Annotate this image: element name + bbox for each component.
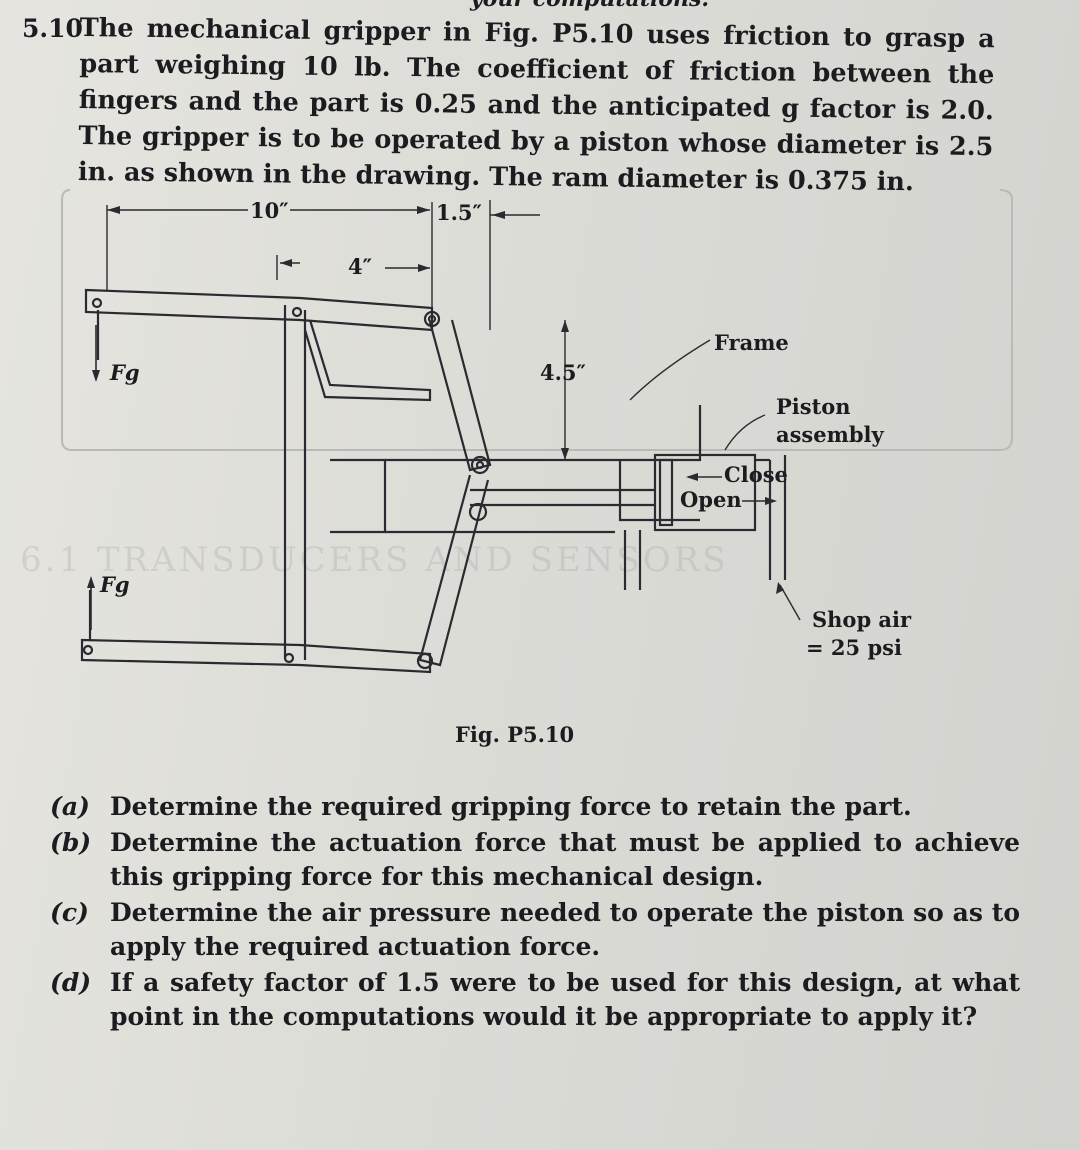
bleed-through-text: 6.1 TRANSDUCERS AND SENSORS: [20, 540, 729, 580]
part-d-label: (d): [50, 968, 92, 997]
dimension-1-5-label: 1.5″: [436, 200, 482, 225]
part-b: (b) Determine the actuation force that m…: [50, 826, 1020, 894]
fg-bottom-label: Fg: [100, 572, 130, 597]
part-b-text: Determine the actuation force that must …: [110, 828, 1020, 891]
part-a-text: Determine the required gripping force to…: [110, 792, 912, 821]
dimension-10-label: 10″: [250, 198, 289, 223]
open-label: Open: [680, 487, 742, 512]
figure-caption: Fig. P5.10: [455, 722, 575, 747]
gripper-figure: 10″ 1.5″ 4″ 4.5″ Fg Fg Frame Piston asse…: [0, 160, 1080, 760]
part-c-label: (c): [50, 898, 89, 927]
close-label: Close: [724, 462, 788, 487]
dimension-4-label: 4″: [348, 254, 372, 279]
part-c-text: Determine the air pressure needed to ope…: [110, 898, 1020, 961]
shop-air-label-1: Shop air: [812, 607, 912, 632]
gripper-drawing: [61, 189, 1013, 674]
dimension-4-5-label: 4.5″: [540, 360, 586, 385]
part-b-label: (b): [50, 828, 92, 857]
previous-problem-fragment: your computations.: [470, 0, 709, 12]
shop-air-label-2: = 25 psi: [806, 635, 902, 660]
problem-parts: (a) Determine the required gripping forc…: [50, 790, 1020, 1036]
fg-top-label: Fg: [110, 360, 140, 385]
part-a: (a) Determine the required gripping forc…: [50, 790, 1020, 824]
part-d: (d) If a safety factor of 1.5 were to be…: [50, 966, 1020, 1034]
frame-label: Frame: [714, 330, 789, 355]
part-c: (c) Determine the air pressure needed to…: [50, 896, 1020, 964]
problem-number: 5.10: [22, 14, 83, 43]
piston-assembly-label-2: assembly: [776, 422, 884, 447]
piston-assembly-label-1: Piston: [776, 394, 851, 419]
part-a-label: (a): [50, 792, 90, 821]
part-d-text: If a safety factor of 1.5 were to be use…: [110, 968, 1020, 1031]
